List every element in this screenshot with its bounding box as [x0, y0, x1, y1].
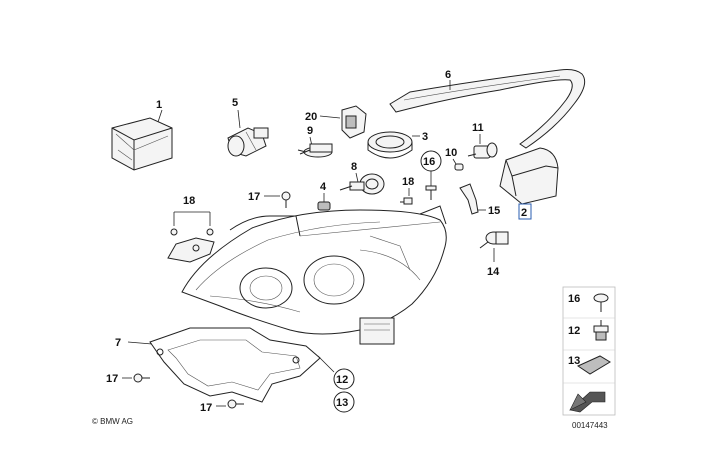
- part-16-screw[interactable]: [425, 185, 437, 200]
- arrow-icon: [569, 391, 606, 413]
- callout-2-highlight: [518, 203, 532, 220]
- callout-1: 1: [156, 99, 162, 111]
- legend-12: 12: [568, 325, 580, 337]
- legend-screw-16[interactable]: [593, 293, 609, 312]
- callout-2: 2: [521, 207, 527, 219]
- legend-nut-12[interactable]: [593, 320, 609, 341]
- callout-15: 15: [488, 205, 500, 217]
- copyright: © BMW AG: [92, 417, 133, 426]
- legend-16: 16: [568, 293, 580, 305]
- callout-14: 14: [487, 266, 500, 278]
- callout-12: 12: [336, 374, 348, 386]
- part-6-trim-strip[interactable]: [389, 69, 586, 149]
- callout-17a: 17: [248, 191, 260, 203]
- hardware-legend: 16 12 13: [562, 286, 616, 416]
- callout-12-circle: [333, 368, 355, 390]
- callout-18b: 18: [402, 176, 414, 188]
- part-11-bulb[interactable]: [467, 142, 498, 159]
- callout-13-circle: [333, 391, 355, 413]
- part-1-box[interactable]: [111, 117, 173, 171]
- part-17-screw-bottom[interactable]: [227, 399, 244, 409]
- part-7-bracket[interactable]: [149, 327, 321, 403]
- legend-clip-13[interactable]: [576, 355, 611, 375]
- callout-17c: 17: [200, 402, 212, 414]
- part-5-bulb[interactable]: [227, 127, 269, 157]
- callout-10: 10: [445, 147, 457, 159]
- part-17-screw-left[interactable]: [133, 373, 150, 383]
- callout-3: 3: [422, 131, 428, 143]
- callout-9: 9: [307, 125, 313, 137]
- callout-5: 5: [232, 97, 238, 109]
- drawing-number: 00147443: [572, 421, 608, 430]
- callout-6: 6: [445, 69, 451, 81]
- part-9-bulb[interactable]: [297, 143, 333, 158]
- headlight-housing[interactable]: [181, 205, 447, 345]
- part-18-bracket[interactable]: [167, 228, 215, 263]
- callout-8: 8: [351, 161, 357, 173]
- callout-4: 4: [320, 181, 327, 193]
- callout-16: 16: [423, 156, 435, 168]
- part-15-clip[interactable]: [459, 183, 479, 215]
- part-20-clip[interactable]: [341, 105, 367, 139]
- part-14-bulb[interactable]: [479, 231, 509, 249]
- part-4-grommet[interactable]: [317, 201, 331, 211]
- part-17-screw-top[interactable]: [281, 191, 291, 208]
- callout-18a: 18: [183, 195, 195, 207]
- callout-11: 11: [472, 122, 484, 134]
- legend-13: 13: [568, 355, 580, 367]
- part-8-bulb[interactable]: [339, 173, 385, 195]
- callout-13: 13: [336, 397, 348, 409]
- callout-17b: 17: [106, 373, 118, 385]
- part-3-ring[interactable]: [367, 131, 413, 159]
- callout-20: 20: [305, 111, 317, 123]
- part-18-screw[interactable]: [400, 197, 413, 205]
- part-2-cover[interactable]: [499, 147, 559, 205]
- part-10-bulb[interactable]: [454, 163, 464, 171]
- callout-7: 7: [115, 337, 121, 349]
